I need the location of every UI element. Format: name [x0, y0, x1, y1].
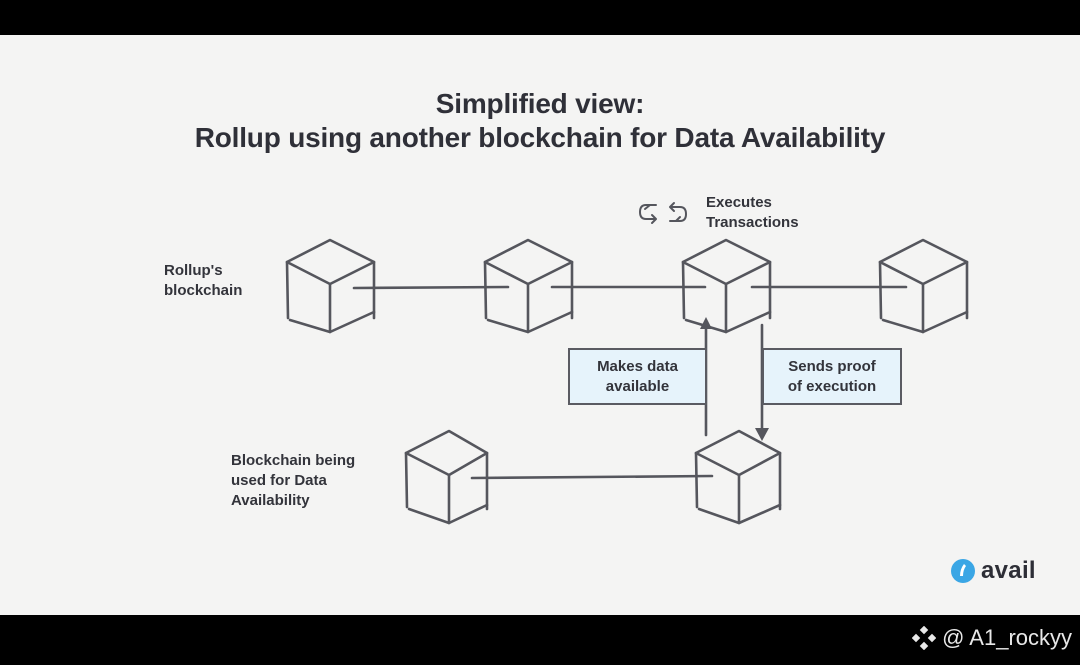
link-rollup-1-2 [352, 285, 510, 290]
cycle-arrows-icon [639, 202, 687, 224]
da-block-1 [404, 429, 489, 525]
diagram-canvas [285, 202, 969, 525]
title-line-2: Rollup using another blockchain for Data… [194, 122, 886, 153]
title-line-1: Simplified view: [435, 88, 645, 119]
watermark-text: @ A1_rockyy [942, 625, 1072, 650]
footer-bar: @ A1_rockyy [0, 615, 1080, 665]
rollup-block-1 [285, 238, 376, 334]
avail-logo: avail [951, 559, 1036, 583]
rollup-block-4 [878, 238, 969, 334]
da-block-2 [694, 429, 782, 525]
link-da-1-2 [470, 474, 714, 480]
makes-data-available-box: Makes data available [568, 348, 707, 405]
da-chain-label: Blockchain being used for Data Availabil… [231, 452, 356, 509]
avail-logo-text: avail [981, 557, 1036, 584]
rollup-chain-label: Rollup's blockchain [164, 262, 243, 299]
binance-square-icon [912, 626, 937, 650]
arrow-down-head [755, 428, 769, 441]
sends-proof-box: Sends proof of execution [762, 348, 902, 405]
watermark: @ A1_rockyy [912, 625, 1072, 651]
executes-transactions-label: Executes Transactions [706, 194, 799, 231]
diagram-title: Simplified view: Rollup using another bl… [0, 87, 1080, 155]
rollup-block-3 [681, 238, 772, 334]
rollup-block-2 [483, 238, 574, 334]
avail-logo-icon [951, 559, 975, 583]
slide: Simplified view: Rollup using another bl… [0, 35, 1080, 615]
arrow-up-head [700, 317, 712, 329]
